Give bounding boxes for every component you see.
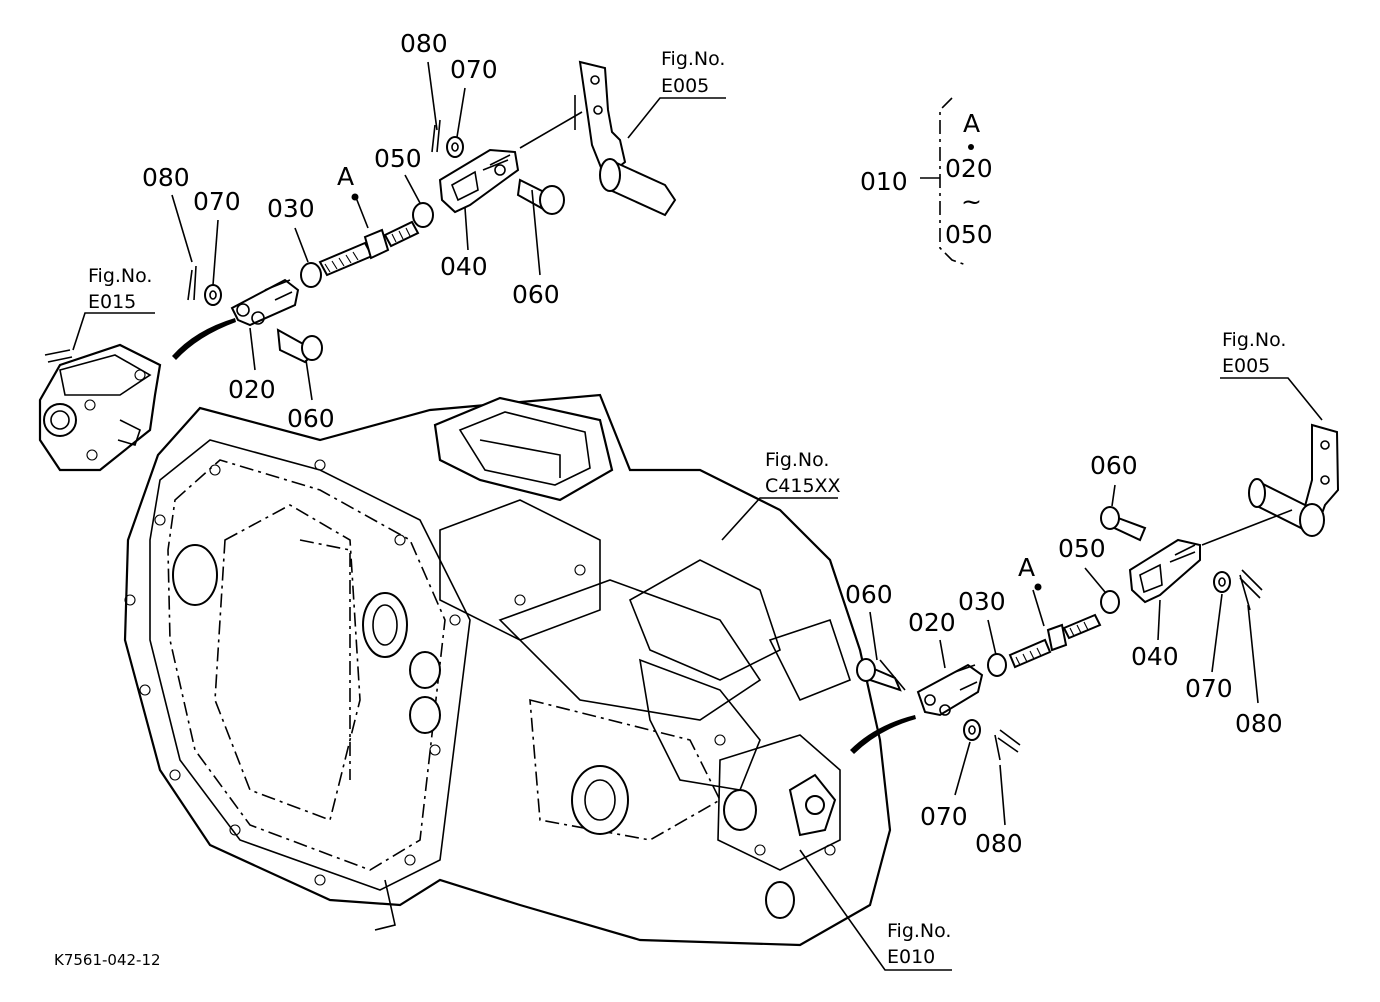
range-dot — [968, 144, 974, 150]
fig-e015-number: E015 — [88, 291, 136, 313]
range-top-label: A — [963, 109, 980, 138]
label-a-upper: A — [337, 162, 354, 191]
range-from-label: 020 — [945, 154, 993, 183]
assembly-brace — [939, 97, 967, 266]
label-080-lower-left: 080 — [975, 829, 1023, 858]
label-020-upper: 020 — [228, 375, 276, 404]
label-070-lower-left: 070 — [920, 802, 968, 831]
fig-e015-label: Fig.No. — [88, 265, 152, 287]
label-050-lower: 050 — [1058, 534, 1106, 563]
label-050-upper: 050 — [374, 144, 422, 173]
label-020-lower: 020 — [908, 608, 956, 637]
fig-e005-top-number: E005 — [661, 75, 709, 97]
label-070-upper-right: 070 — [450, 55, 498, 84]
label-060-lower-right: 060 — [1090, 451, 1138, 480]
label-070-lower-right: 070 — [1185, 674, 1233, 703]
range-to-label: 050 — [945, 220, 993, 249]
label-080-upper-right: 080 — [400, 29, 448, 58]
assembly-item-label: 010 — [860, 167, 908, 196]
label-070-upper-left: 070 — [193, 187, 241, 216]
fig-e010-number: E010 — [887, 946, 935, 968]
part-labels: 010 A 020 ~ 050 Fig.No. E005 Fig.No. E01… — [54, 29, 1286, 969]
point-a-marker — [351, 193, 359, 201]
label-080-upper-left: 080 — [142, 163, 190, 192]
label-060-lower-left: 060 — [845, 580, 893, 609]
fig-e005-right-label: Fig.No. — [1222, 329, 1286, 351]
leader-lines — [72, 61, 1323, 971]
fig-e005-top-label: Fig.No. — [661, 48, 725, 70]
label-060-upper-right: 060 — [512, 280, 560, 309]
drawing-code: K7561-042-12 — [54, 951, 161, 969]
point-a-marker — [1034, 583, 1042, 591]
fig-c415-label: Fig.No. — [765, 449, 829, 471]
label-060-upper-left: 060 — [287, 404, 335, 433]
fig-e005-right-number: E005 — [1222, 355, 1270, 377]
upper-linkage — [187, 60, 677, 364]
fig-c415-number: C415XX — [765, 475, 841, 497]
label-030-upper: 030 — [267, 194, 315, 223]
transmission-housing — [123, 393, 892, 947]
label-030-lower: 030 — [958, 587, 1006, 616]
fig-e010-label: Fig.No. — [887, 920, 951, 942]
e015-side-housing — [38, 318, 236, 472]
label-040-lower: 040 — [1131, 642, 1179, 671]
label-040-upper: 040 — [440, 252, 488, 281]
lower-linkage — [850, 423, 1340, 761]
range-tilde-label: ~ — [961, 187, 982, 216]
label-080-lower-right: 080 — [1235, 709, 1283, 738]
label-a-lower: A — [1018, 553, 1035, 582]
